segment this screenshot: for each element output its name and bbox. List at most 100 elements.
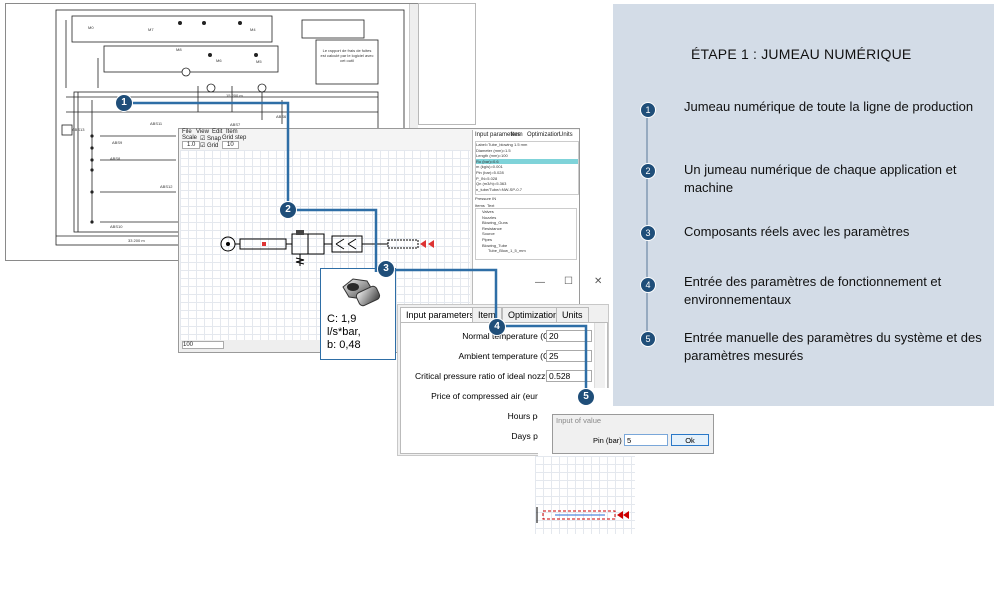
prop-0[interactable]: Label=Tube_blowing 1.5 mm bbox=[476, 142, 528, 147]
critical-pressure-ratio-field[interactable]: 0.528 bbox=[546, 370, 592, 382]
pressure-label: Pressure IN bbox=[475, 196, 497, 201]
step-panel: ÉTAPE 1 : JUMEAU NUMÉRIQUE bbox=[613, 4, 994, 406]
label-abs10: ABS10 bbox=[110, 224, 123, 229]
grid-checkbox[interactable]: ☑ Grid bbox=[200, 143, 219, 149]
prop-6[interactable]: P_IN=5.028 bbox=[476, 175, 498, 181]
label-m7: M7 bbox=[148, 27, 154, 32]
dialog-field-label: Pin (bar) bbox=[593, 436, 622, 445]
grid-step-label: Grid step bbox=[222, 135, 247, 141]
prop-2[interactable]: Length (mm)=100 bbox=[476, 153, 508, 159]
label-hours-per-day: Hours per d bbox=[507, 411, 552, 421]
tree-resistance[interactable]: Resistance bbox=[482, 225, 502, 231]
step-text-4: Entrée des paramètres de fonctionnement … bbox=[684, 274, 942, 307]
prop-3-selected[interactable]: Ro (bar)=0.6 bbox=[476, 158, 578, 165]
label-m6: M6 bbox=[216, 58, 222, 63]
tree-blowing-guns[interactable]: Blowing_Guns bbox=[482, 220, 508, 226]
property-list: Label=Tube_blowing 1.5 mm Diameter (mm)=… bbox=[475, 141, 579, 195]
pneumatic-schematic bbox=[220, 230, 434, 266]
label-abs9: ABS9 bbox=[112, 140, 123, 145]
grid-label: Grid bbox=[207, 143, 219, 149]
marker-4: 4 bbox=[488, 318, 506, 336]
diagram-right-strip bbox=[418, 3, 476, 125]
status-field[interactable]: 100 bbox=[182, 341, 224, 349]
label-abs13: ABS13 bbox=[72, 127, 85, 132]
side-tab-units[interactable]: Units bbox=[559, 132, 573, 138]
tree-tab-items[interactable]: Items bbox=[475, 203, 485, 208]
label-ambient-temperature: Ambient temperature (C) bbox=[458, 351, 552, 361]
menu-item[interactable]: Item bbox=[226, 129, 238, 135]
tree-source[interactable]: Source bbox=[482, 231, 495, 237]
window-close[interactable]: ✕ bbox=[594, 276, 603, 287]
tree-valves[interactable]: Valves bbox=[482, 209, 494, 214]
step-marker-4: 4 bbox=[640, 277, 656, 293]
b-value: b: 0,48 bbox=[327, 339, 361, 351]
step-text-2: Un jumeau numérique de chaque applicatio… bbox=[684, 162, 957, 195]
prop-8[interactable]: n_tube/Tube/=NW-SP-0.7 bbox=[476, 186, 522, 192]
snap-checkbox[interactable]: ☑ Snap bbox=[200, 136, 222, 142]
scale-value[interactable]: 1.0 bbox=[182, 141, 201, 149]
step-marker-5: 5 bbox=[640, 331, 656, 347]
marker-5: 5 bbox=[577, 388, 595, 406]
tree-nozzles[interactable]: Nozzles bbox=[482, 214, 497, 220]
step-marker-1: 1 bbox=[640, 102, 656, 118]
step-timeline-line bbox=[646, 108, 648, 340]
tree-tube-blow[interactable]: Tube_Blow_1_5_mm bbox=[488, 248, 526, 254]
label-abs11: ABS11 bbox=[150, 121, 163, 126]
menu-view[interactable]: View bbox=[196, 129, 209, 135]
step-marker-2: 2 bbox=[640, 163, 656, 179]
line-diagram-drawing bbox=[55, 9, 405, 246]
label-normal-temperature: Normal temperature (C) bbox=[462, 331, 552, 341]
step-text-1: Jumeau numérique de toute la ligne de pr… bbox=[684, 99, 974, 114]
params-scrollbar[interactable] bbox=[594, 323, 605, 451]
window-maximize[interactable]: ☐ bbox=[564, 276, 573, 287]
side-tab-input[interactable]: Input parameters bbox=[475, 132, 521, 138]
prop-1[interactable]: Diameter (mm)=1.5 bbox=[476, 147, 511, 153]
item-tree: Valves Nozzles Blowing_Guns Resistance S… bbox=[475, 208, 577, 260]
label-critical-pressure-ratio: Critical pressure ratio of ideal nozzle bbox=[414, 371, 552, 381]
input-of-value-dialog: Input of value Pin (bar) 5 Ok bbox=[552, 414, 714, 454]
dimension-bottom: 33 200 m bbox=[128, 238, 145, 243]
marker-1: 1 bbox=[115, 94, 133, 112]
label-price-compressed-air: Price of compressed air (euro/m bbox=[431, 391, 552, 401]
grid-step-value[interactable]: 10 bbox=[222, 141, 239, 149]
prop-7[interactable]: Qn (m3/h)=5.363 bbox=[476, 181, 507, 187]
tree-pipes[interactable]: Pipes bbox=[482, 236, 493, 242]
snap-label: Snap bbox=[207, 136, 222, 142]
menu-file[interactable]: File bbox=[182, 129, 192, 135]
c-unit: l/s*bar, bbox=[327, 326, 361, 338]
scale-label: Scale bbox=[182, 135, 198, 141]
label-abs7: ABS7 bbox=[230, 122, 241, 127]
side-tab-optimization[interactable]: Optimization bbox=[527, 132, 561, 138]
label-abs6: ABS6 bbox=[276, 114, 287, 119]
ok-button[interactable]: Ok bbox=[671, 434, 709, 446]
c-value: C: 1,9 bbox=[327, 313, 357, 325]
prop-5[interactable]: Pin (bar)=5.028 bbox=[476, 169, 504, 175]
side-tab-item[interactable]: Item bbox=[511, 132, 523, 138]
label-days-per-year: Days per y bbox=[511, 431, 552, 441]
marker-2: 2 bbox=[279, 201, 297, 219]
menu-edit[interactable]: Edit bbox=[212, 129, 223, 135]
ambient-temperature-field[interactable]: 25 bbox=[546, 350, 592, 362]
step-marker-3: 3 bbox=[640, 225, 656, 241]
label-m0: M0 bbox=[88, 25, 94, 30]
label-m4: M4 bbox=[250, 27, 256, 32]
pin-value-input[interactable]: 5 bbox=[624, 434, 668, 446]
label-abs8: ABS8 bbox=[110, 156, 121, 161]
normal-temperature-field[interactable]: 20 bbox=[546, 330, 592, 342]
machine-toolbar: File View Edit Item Scale 1.0 ☑ Snap ☑ G… bbox=[180, 129, 470, 149]
tree-tab-text[interactable]: Text bbox=[487, 203, 495, 208]
label-abs12: ABS12 bbox=[160, 184, 173, 189]
label-m8: M8 bbox=[176, 47, 182, 52]
window-minimize[interactable]: — bbox=[535, 277, 545, 288]
dialog-title: Input of value bbox=[556, 416, 602, 425]
marker-3: 3 bbox=[377, 260, 395, 278]
step-text-5: Entrée manuelle des paramètres du systèm… bbox=[684, 330, 982, 363]
diagram-note: Le rapport de frais de fuites est calcul… bbox=[320, 48, 374, 63]
tab-units[interactable]: Units bbox=[556, 307, 589, 322]
tree-blowing-tube[interactable]: Blowing_Tube bbox=[482, 242, 508, 248]
panel-title: ÉTAPE 1 : JUMEAU NUMÉRIQUE bbox=[691, 46, 912, 62]
label-m5: M5 bbox=[256, 59, 262, 64]
prop-4[interactable]: m (kg/s)=0.001 bbox=[476, 164, 503, 170]
step-text-3: Composants réels avec les paramètres bbox=[684, 224, 910, 239]
